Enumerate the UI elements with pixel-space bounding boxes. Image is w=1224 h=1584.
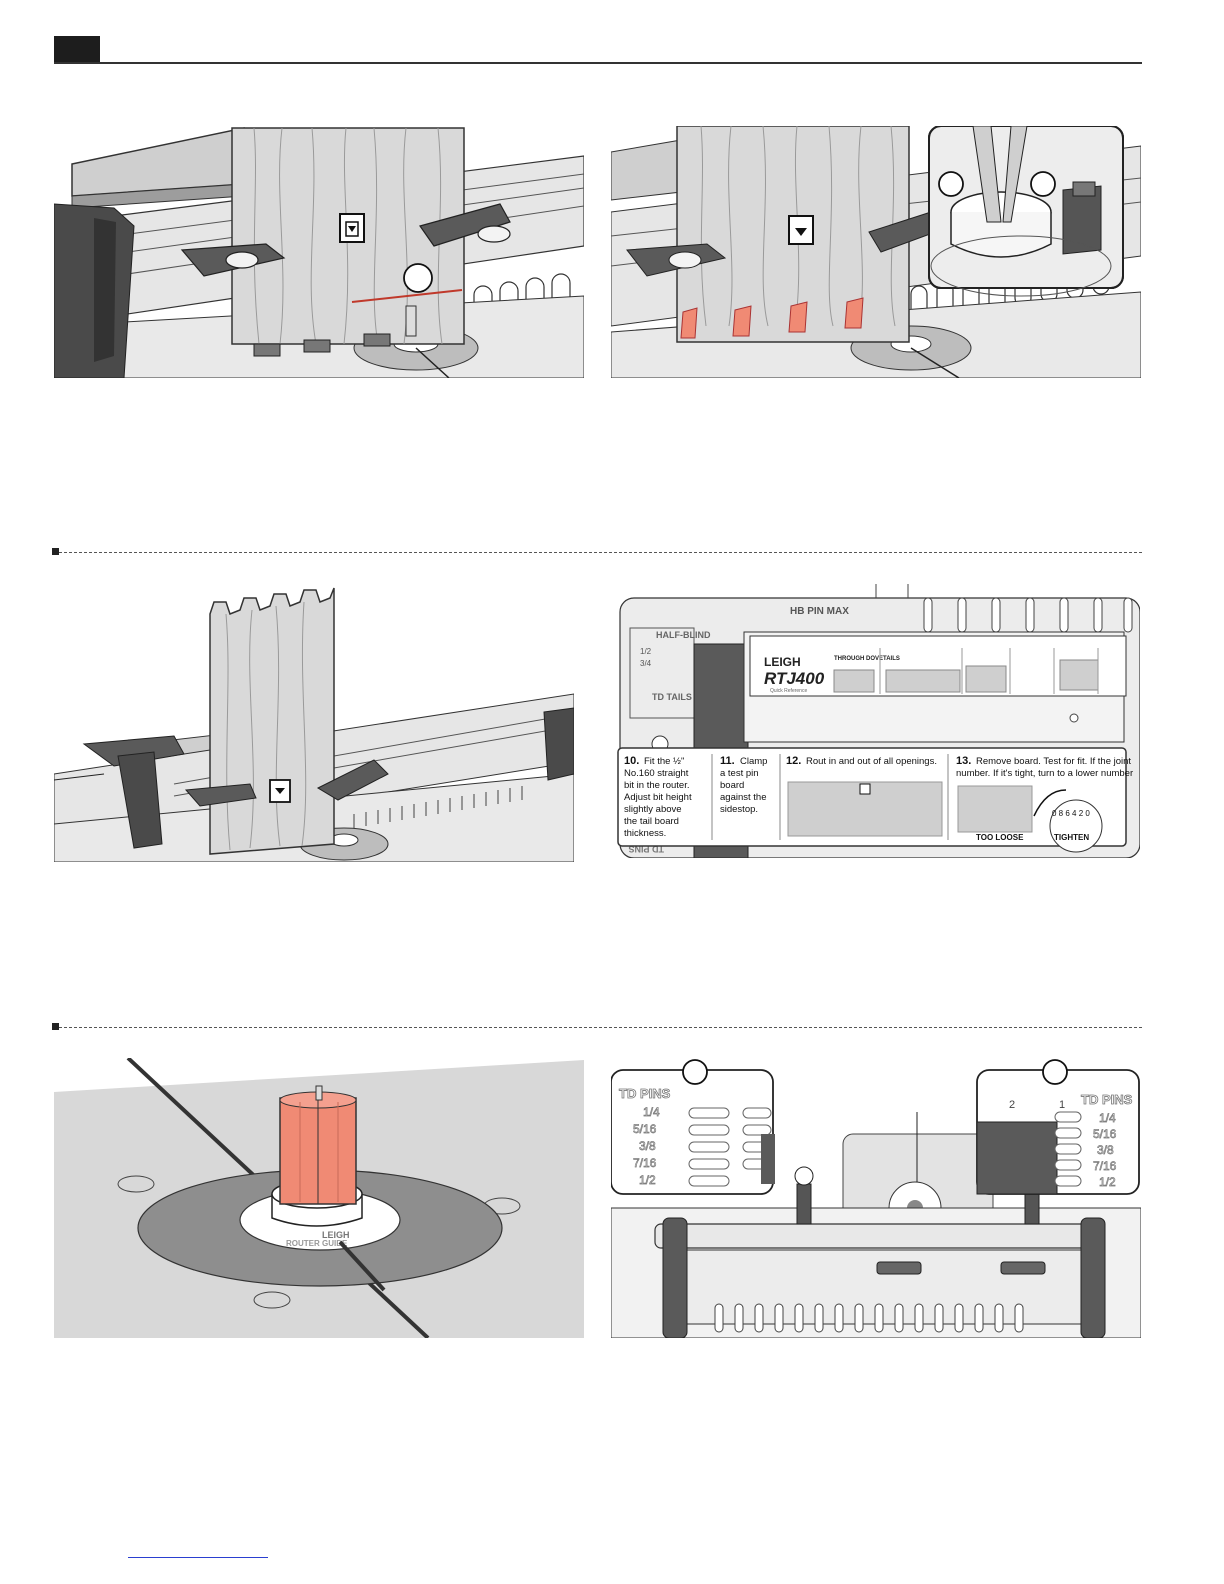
- label-tighten: TIGHTEN: [1054, 833, 1089, 842]
- label-too-loose: TOO LOOSE: [976, 833, 1024, 842]
- divider-marker: [52, 548, 59, 555]
- jig-completed-tails-illustration: [54, 584, 574, 862]
- step-13-line-1: Remove board. Test for fit. If the joint: [976, 756, 1131, 767]
- right-size-3-8: 3/8: [1097, 1143, 1114, 1157]
- section-divider-2: [52, 1023, 1142, 1030]
- step-11-line-3: board: [720, 780, 744, 791]
- dial-numbers: 0 8 6 4 2 0: [1052, 809, 1090, 818]
- card-brand: LEIGH: [764, 655, 801, 669]
- step-13-line-2: number. If it's tight, turn to a lower n…: [956, 768, 1133, 779]
- jig-cut-tails-illustration: [611, 126, 1141, 378]
- right-size-5-16: 5/16: [1093, 1127, 1117, 1141]
- step-13-number: 13.: [956, 755, 971, 767]
- header-rule: [54, 62, 1142, 64]
- figure-panel-2: [611, 126, 1141, 378]
- step-10-line-4: Adjust bit height: [624, 792, 692, 803]
- left-size-5-16: 5/16: [633, 1122, 657, 1136]
- right-col-1: 1: [1059, 1099, 1065, 1111]
- figure-panel-1: [54, 126, 584, 378]
- step-10-number: 10.: [624, 755, 639, 767]
- step-10-line-7: thickness.: [624, 828, 666, 839]
- guide-ring-text: ROUTER GUIDE: [286, 1239, 348, 1248]
- scale-label-hb-pin-max: HB PIN MAX: [790, 606, 849, 617]
- footer-link-underline[interactable]: [128, 1557, 268, 1558]
- step-11-line-5: sidestop.: [720, 804, 758, 815]
- section-divider-1: [52, 548, 1142, 555]
- scale-label-half: 1/2: [640, 647, 652, 656]
- scale-label-td-tails: TD TAILS: [652, 692, 692, 702]
- step-12-text: Rout in and out of all openings.: [806, 756, 937, 767]
- right-size-1-4: 1/4: [1099, 1111, 1116, 1125]
- step-10-line-2: No.160 straight: [624, 768, 689, 779]
- left-scale-title: TD PINS: [619, 1086, 671, 1101]
- divider-marker: [52, 1023, 59, 1030]
- step-10-line-5: slightly above: [624, 804, 682, 815]
- step-12-number: 12.: [786, 755, 801, 767]
- router-bit-guide-illustration: LEIGH ROUTER GUIDE: [54, 1058, 584, 1338]
- step-10-line-3: bit in the router.: [624, 780, 689, 791]
- right-size-7-16: 7/16: [1093, 1159, 1117, 1173]
- figure-panel-6: TD PINS 1/4 5/16 3/8 7/16 1/2 TD PINS 2 …: [611, 1058, 1141, 1338]
- step-11-line-2: a test pin: [720, 768, 759, 779]
- step-11-line-1: Clamp: [740, 756, 767, 767]
- step-10-line-1: Fit the ½": [644, 756, 684, 767]
- scale-label-three-quarter: 3/4: [640, 659, 652, 668]
- card-subtitle: Quick Reference: [770, 688, 807, 694]
- left-size-7-16: 7/16: [633, 1156, 657, 1170]
- card-section-title: THROUGH DOVETAILS: [834, 656, 900, 662]
- left-size-3-8: 3/8: [639, 1139, 656, 1153]
- step-11-number: 11.: [720, 755, 735, 767]
- step-11-line-4: against the: [720, 792, 766, 803]
- figure-panel-3: [54, 584, 574, 862]
- jig-tail-board-illustration: [54, 126, 584, 378]
- left-size-1-4: 1/4: [643, 1105, 660, 1119]
- guide-brand-text: LEIGH: [322, 1230, 350, 1240]
- figure-panel-5: LEIGH ROUTER GUIDE: [54, 1058, 584, 1338]
- figure-panel-4: HB PIN MAX HALF-BLIND 1/2 3/4 TD TAILS T…: [614, 584, 1140, 858]
- scale-label-half-blind: HALF-BLIND: [656, 630, 711, 640]
- scale-label-td-pins: TD PINS: [628, 844, 664, 854]
- left-size-1-2: 1/2: [639, 1173, 656, 1187]
- right-size-1-2: 1/2: [1099, 1175, 1116, 1189]
- quick-reference-card-illustration: HB PIN MAX HALF-BLIND 1/2 3/4 TD TAILS T…: [614, 584, 1140, 858]
- td-pins-scale-illustration: TD PINS 1/4 5/16 3/8 7/16 1/2 TD PINS 2 …: [611, 1058, 1141, 1338]
- card-model: RTJ400: [764, 669, 825, 688]
- page-number-tab: [54, 36, 100, 64]
- right-scale-title: TD PINS: [1081, 1092, 1133, 1107]
- right-col-2: 2: [1009, 1099, 1015, 1111]
- step-10-line-6: the tail board: [624, 816, 679, 827]
